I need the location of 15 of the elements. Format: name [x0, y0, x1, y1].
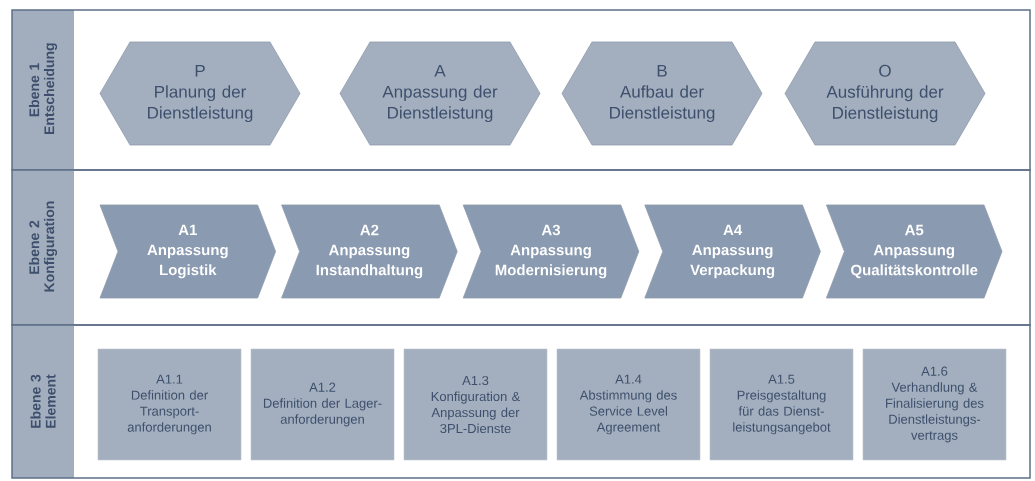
element-box: A1.1 Definition der Transport- anforderungen [97, 348, 242, 461]
element-box: A1.3 Konfiguration & Anpassung der 3PL-Dienste [403, 348, 548, 461]
process-step: A2 Anpassung Instandhaltung [281, 204, 458, 299]
hexagon: A Anpassung der Dienstleistung [339, 41, 541, 146]
element-box: A1.4 Abstimmung des Service Level Agreement [556, 348, 701, 461]
hexagon: P Planung der Dienstleistung [99, 41, 301, 146]
process-step: A1 Anpassung Logistik [99, 204, 276, 299]
element-box: A1.5 Preisgestaltung für das Dienst- leistungsangebot [709, 348, 854, 461]
process-step: A3 Anpassung Modernisierung [462, 204, 640, 299]
process-step: A4 Anpassung Verpackung [644, 204, 821, 299]
hexagon: B Aufbau der Dienstleistung [561, 41, 763, 146]
element-box: A1.2 Definition der Lager- anforderungen [250, 348, 395, 461]
element-box: A1.6 Verhandlung & Finalisierung des Dienstleistungs- vertrags [862, 348, 1007, 461]
process-step: A5 Anpassung Qualitätskontrolle [826, 204, 1003, 299]
hexagon: O Ausführung der Dienstleistung [784, 41, 986, 146]
